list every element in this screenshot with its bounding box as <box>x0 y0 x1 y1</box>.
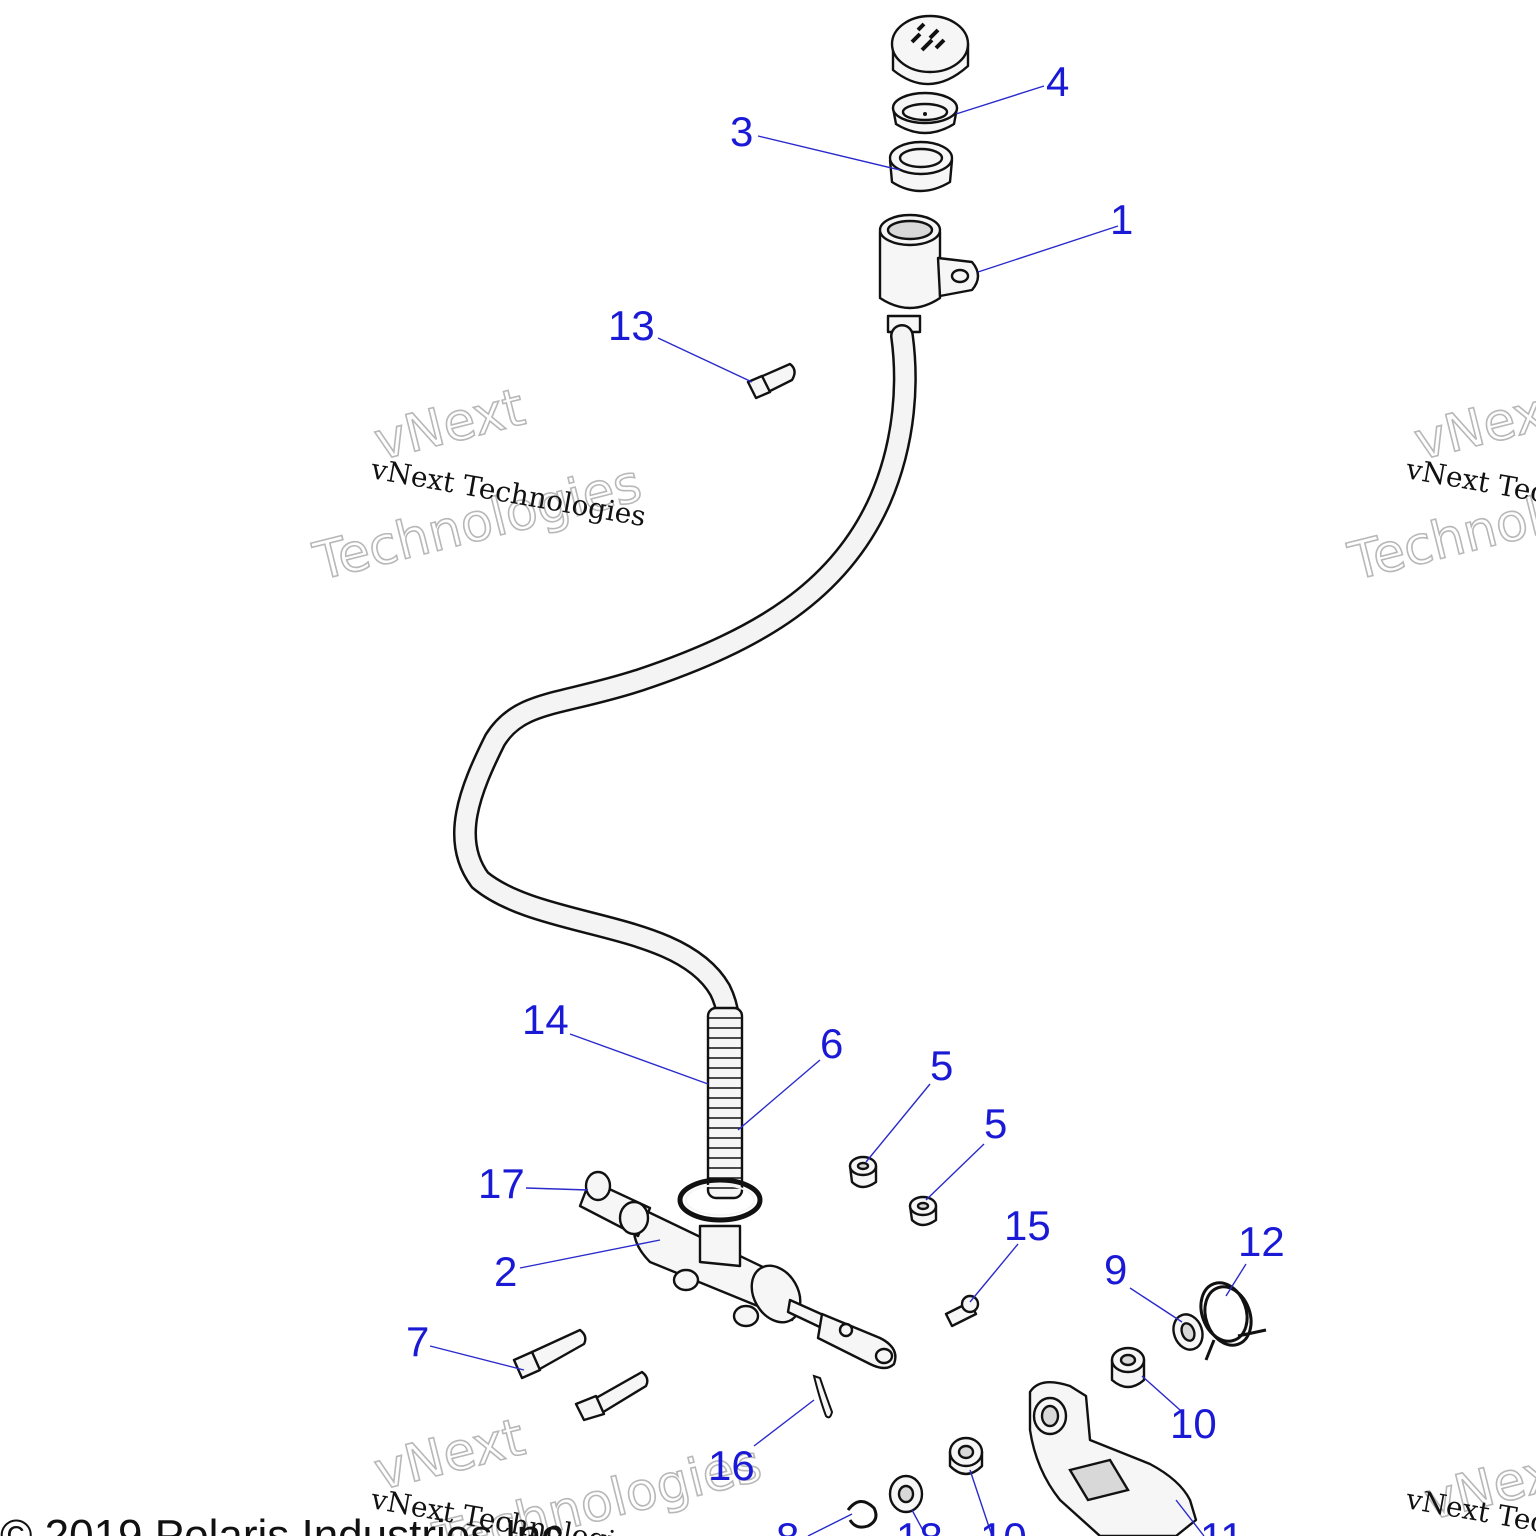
callout-labels: 1 2 3 4 5 5 6 7 8 9 10 10 11 12 13 14 15… <box>406 58 1285 1536</box>
callout-11: 11 <box>1200 1514 1244 1536</box>
callout-4: 4 <box>1046 58 1069 105</box>
callout-2: 2 <box>494 1248 517 1295</box>
hose-clamp <box>677 1177 763 1223</box>
callout-9: 9 <box>1104 1246 1127 1293</box>
spacer-upper <box>848 1155 878 1189</box>
watermark-top-left: vNext Technologies vNext Technologies <box>307 377 649 594</box>
callout-15: 15 <box>1004 1202 1051 1249</box>
spacer-lower <box>908 1195 938 1227</box>
bushing-upper <box>1110 1346 1146 1389</box>
clevis-pin <box>944 1294 980 1328</box>
callout-18: 18 <box>896 1514 943 1536</box>
retaining-clip <box>846 1500 878 1529</box>
return-spring <box>1199 1281 1267 1361</box>
callout-3: 3 <box>730 108 753 155</box>
callout-5b: 5 <box>984 1100 1007 1147</box>
callout-6: 6 <box>820 1020 843 1067</box>
callout-12: 12 <box>1238 1218 1285 1265</box>
mounting-screw <box>746 362 796 400</box>
diaphragm <box>891 91 959 135</box>
callout-10b: 10 <box>980 1514 1027 1536</box>
mounting-bolt-upper <box>512 1328 587 1380</box>
callout-14: 14 <box>522 996 569 1043</box>
hose-spring-sleeve <box>706 1006 744 1200</box>
callout-16: 16 <box>708 1442 755 1489</box>
clutch-master-cylinder <box>632 1206 897 1370</box>
pedal-bracket <box>1028 1380 1198 1536</box>
leader-lines <box>429 85 1247 1536</box>
mounting-bolt-lower <box>574 1370 649 1422</box>
cotter-pin <box>812 1374 834 1419</box>
bushing-lower <box>948 1436 984 1476</box>
callout-13: 13 <box>608 302 655 349</box>
diaphragm-plate <box>888 140 954 193</box>
callout-17: 17 <box>478 1160 525 1207</box>
callout-1: 1 <box>1110 196 1133 243</box>
watermark-bottom-right: vNext vNext Technologies <box>1403 1437 1536 1536</box>
callout-7: 7 <box>406 1318 429 1365</box>
bleeder-fitting <box>578 1170 652 1238</box>
clutch-reservoir <box>878 213 980 334</box>
callout-10a: 10 <box>1170 1400 1217 1447</box>
copyright-text: © 2019 Polaris Industries Inc. <box>0 1511 575 1536</box>
washer-lower <box>888 1474 924 1514</box>
clutch-hose <box>453 324 917 1062</box>
callout-5a: 5 <box>930 1042 953 1089</box>
callout-8: 8 <box>776 1514 799 1536</box>
watermark-top-right: vNext Technologies vNext Technologies <box>1342 377 1536 594</box>
reservoir-cap <box>890 14 970 86</box>
washer-9 <box>1172 1313 1204 1351</box>
